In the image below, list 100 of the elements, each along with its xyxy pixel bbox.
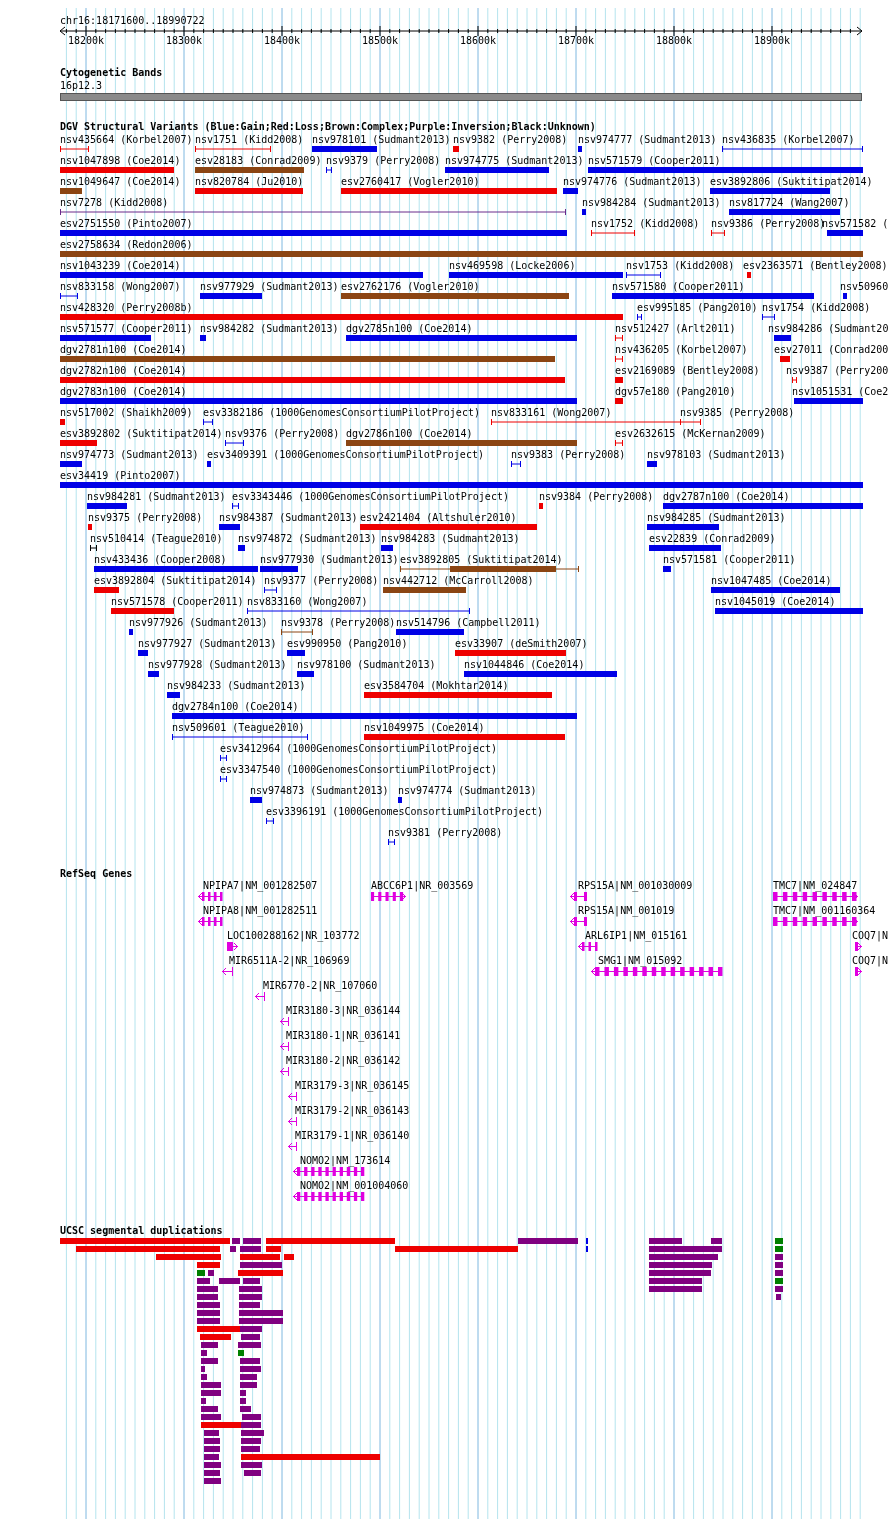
- variant-label: nsv9377 (Perry2008): [264, 575, 379, 586]
- variant-label: esv2363571 (Bentley2008): [743, 260, 888, 271]
- variant-label: esv2632615 (McKernan2009): [615, 428, 766, 439]
- variant-label: esv3892802 (Suktitipat2014): [60, 428, 223, 439]
- gene-label: ARL6IP1|NM_015161: [585, 930, 688, 941]
- variant-label: nsv9383 (Perry2008): [511, 449, 626, 460]
- axis-label: 18600k: [460, 35, 497, 46]
- gene-label: NOMO2|NM_173614: [300, 1155, 391, 1166]
- variant-label: nsv1047898 (Coe2014): [60, 155, 181, 166]
- track-title: Cytogenetic Bands: [60, 67, 163, 78]
- variant-label: nsv510414 (Teague2010): [90, 533, 223, 544]
- gene-label: MIR6511A-2|NR_106969: [229, 955, 350, 966]
- variant-label: nsv436835 (Korbel2007): [722, 134, 855, 145]
- axis-label: 18300k: [166, 35, 203, 46]
- variant-label: esv3409391 (1000GenomesConsortiumPilotProject): [207, 449, 484, 460]
- axis-label: 18700k: [558, 35, 595, 46]
- variant-label: nsv435664 (Korbel2007): [60, 134, 193, 145]
- variant-label: nsv974777 (Sudmant2013): [578, 134, 717, 145]
- gene-label: MIR3179-2|NR_036143: [295, 1105, 410, 1116]
- gene-label: TMC7|NM_001160364: [773, 905, 876, 916]
- gene-label: MIR3180-3|NR_036144: [286, 1005, 401, 1016]
- coordinate-label: chr16:18171600..18990722: [60, 15, 205, 26]
- gene-label: TMC7|NM_024847: [773, 880, 858, 891]
- variant-label: esv3892806 (Suktitipat2014): [710, 176, 873, 187]
- variant-label: esv995185 (Pang2010): [637, 302, 758, 313]
- variant-label: nsv50960: [840, 281, 889, 292]
- variant-label: nsv1043239 (Coe2014): [60, 260, 181, 271]
- axis-label: 18500k: [362, 35, 399, 46]
- variant-label: esv2760417 (Vogler2010): [341, 176, 480, 187]
- variant-label: nsv1753 (Kidd2008): [626, 260, 735, 271]
- gene-label: COQ7|N: [852, 930, 889, 941]
- variant-label: nsv469598 (Locke2006): [449, 260, 576, 271]
- variant-label: nsv978103 (Sudmant2013): [647, 449, 786, 460]
- variant-label: nsv571578 (Cooper2011): [111, 596, 244, 607]
- variant-label: esv2169089 (Bentley2008): [615, 365, 760, 376]
- track-title: UCSC segmental duplications: [60, 1225, 223, 1236]
- variant-label: dgv2781n100 (Coe2014): [60, 344, 187, 355]
- variant-label: nsv9382 (Perry2008): [453, 134, 568, 145]
- variant-label: nsv571579 (Cooper2011): [588, 155, 721, 166]
- variant-label: esv3892804 (Suktitipat2014): [94, 575, 257, 586]
- axis-label: 18200k: [68, 35, 105, 46]
- variant-label: nsv833158 (Wong2007): [60, 281, 181, 292]
- variant-label: nsv9375 (Perry2008): [88, 512, 203, 523]
- variant-label: dgv2783n100 (Coe2014): [60, 386, 187, 397]
- variant-label: nsv833160 (Wong2007): [247, 596, 368, 607]
- variant-label: nsv9381 (Perry2008): [388, 827, 503, 838]
- variant-label: nsv984285 (Sudmant2013): [647, 512, 786, 523]
- variant-label: esv27011 (Conrad200: [774, 344, 889, 355]
- variant-label: nsv974776 (Sudmant2013): [563, 176, 702, 187]
- variant-label: nsv833161 (Wong2007): [491, 407, 612, 418]
- gene-label: LOC100288162|NR_103772: [227, 930, 360, 941]
- variant-label: nsv9376 (Perry2008): [225, 428, 340, 439]
- variant-label: nsv1049975 (Coe2014): [364, 722, 485, 733]
- variant-label: nsv1049647 (Coe2014): [60, 176, 181, 187]
- variant-label: nsv1045019 (Coe2014): [715, 596, 836, 607]
- variant-label: nsv977929 (Sudmant2013): [200, 281, 339, 292]
- axis-label: 18800k: [656, 35, 693, 46]
- variant-label: nsv1754 (Kidd2008): [762, 302, 871, 313]
- variant-label: nsv571582 (: [822, 218, 889, 229]
- variant-label: nsv1752 (Kidd2008): [591, 218, 700, 229]
- gene-label: NPIPA7|NM_001282507: [203, 880, 318, 891]
- gene-label: MIR3179-3|NR_036145: [295, 1080, 410, 1091]
- variant-label: nsv978101 (Sudmant2013): [312, 134, 451, 145]
- variant-label: nsv978100 (Sudmant2013): [297, 659, 436, 670]
- variant-label: nsv977930 (Sudmant2013): [260, 554, 399, 565]
- variant-label: nsv817724 (Wang2007): [729, 197, 850, 208]
- variant-label: dgv2785n100 (Coe2014): [346, 323, 473, 334]
- gene-label: SMG1|NM_015092: [598, 955, 683, 966]
- variant-label: nsv984282 (Sudmant2013): [200, 323, 339, 334]
- variant-label: nsv517002 (Shaikh2009): [60, 407, 193, 418]
- variant-label: nsv571577 (Cooper2011): [60, 323, 193, 334]
- variant-label: nsv984283 (Sudmant2013): [381, 533, 520, 544]
- variant-label: esv3382186 (1000GenomesConsortiumPilotProject): [203, 407, 480, 418]
- variant-label: esv3396191 (1000GenomesConsortiumPilotProject): [266, 806, 543, 817]
- variant-label: nsv1751 (Kidd2008): [195, 134, 304, 145]
- gene-label: MIR3180-1|NR_036141: [286, 1030, 401, 1041]
- variant-label: nsv974773 (Sudmant2013): [60, 449, 199, 460]
- variant-label: esv28183 (Conrad2009): [195, 155, 322, 166]
- variant-label: esv3412964 (1000GenomesConsortiumPilotProject): [220, 743, 497, 754]
- gene-label: MIR3180-2|NR_036142: [286, 1055, 401, 1066]
- variant-label: esv3584704 (Mokhtar2014): [364, 680, 509, 691]
- gene-label: MIR6770-2|NR_107060: [263, 980, 378, 991]
- variant-label: dgv57e180 (Pang2010): [615, 386, 736, 397]
- variant-label: nsv571581 (Cooper2011): [663, 554, 796, 565]
- variant-label: nsv974873 (Sudmant2013): [250, 785, 389, 796]
- variant-label: nsv7278 (Kidd2008): [60, 197, 169, 208]
- variant-label: esv34419 (Pinto2007): [60, 470, 181, 481]
- variant-label: nsv1047485 (Coe2014): [711, 575, 832, 586]
- variant-label: nsv974775 (Sudmant2013): [445, 155, 584, 166]
- variant-label: nsv1051531 (Coe2: [792, 386, 889, 397]
- variant-label: esv22839 (Conrad2009): [649, 533, 776, 544]
- variant-label: nsv977928 (Sudmant2013): [148, 659, 287, 670]
- variant-label: dgv2787n100 (Coe2014): [663, 491, 790, 502]
- band-label: 16p12.3: [60, 80, 103, 91]
- variant-label: esv990950 (Pang2010): [287, 638, 408, 649]
- variant-label: nsv9387 (Perry200: [786, 365, 889, 376]
- gene-label: COQ7|N: [852, 955, 889, 966]
- variant-label: esv33907 (deSmith2007): [455, 638, 588, 649]
- variant-label: nsv984387 (Sudmant2013): [219, 512, 358, 523]
- variant-label: nsv977927 (Sudmant2013): [138, 638, 277, 649]
